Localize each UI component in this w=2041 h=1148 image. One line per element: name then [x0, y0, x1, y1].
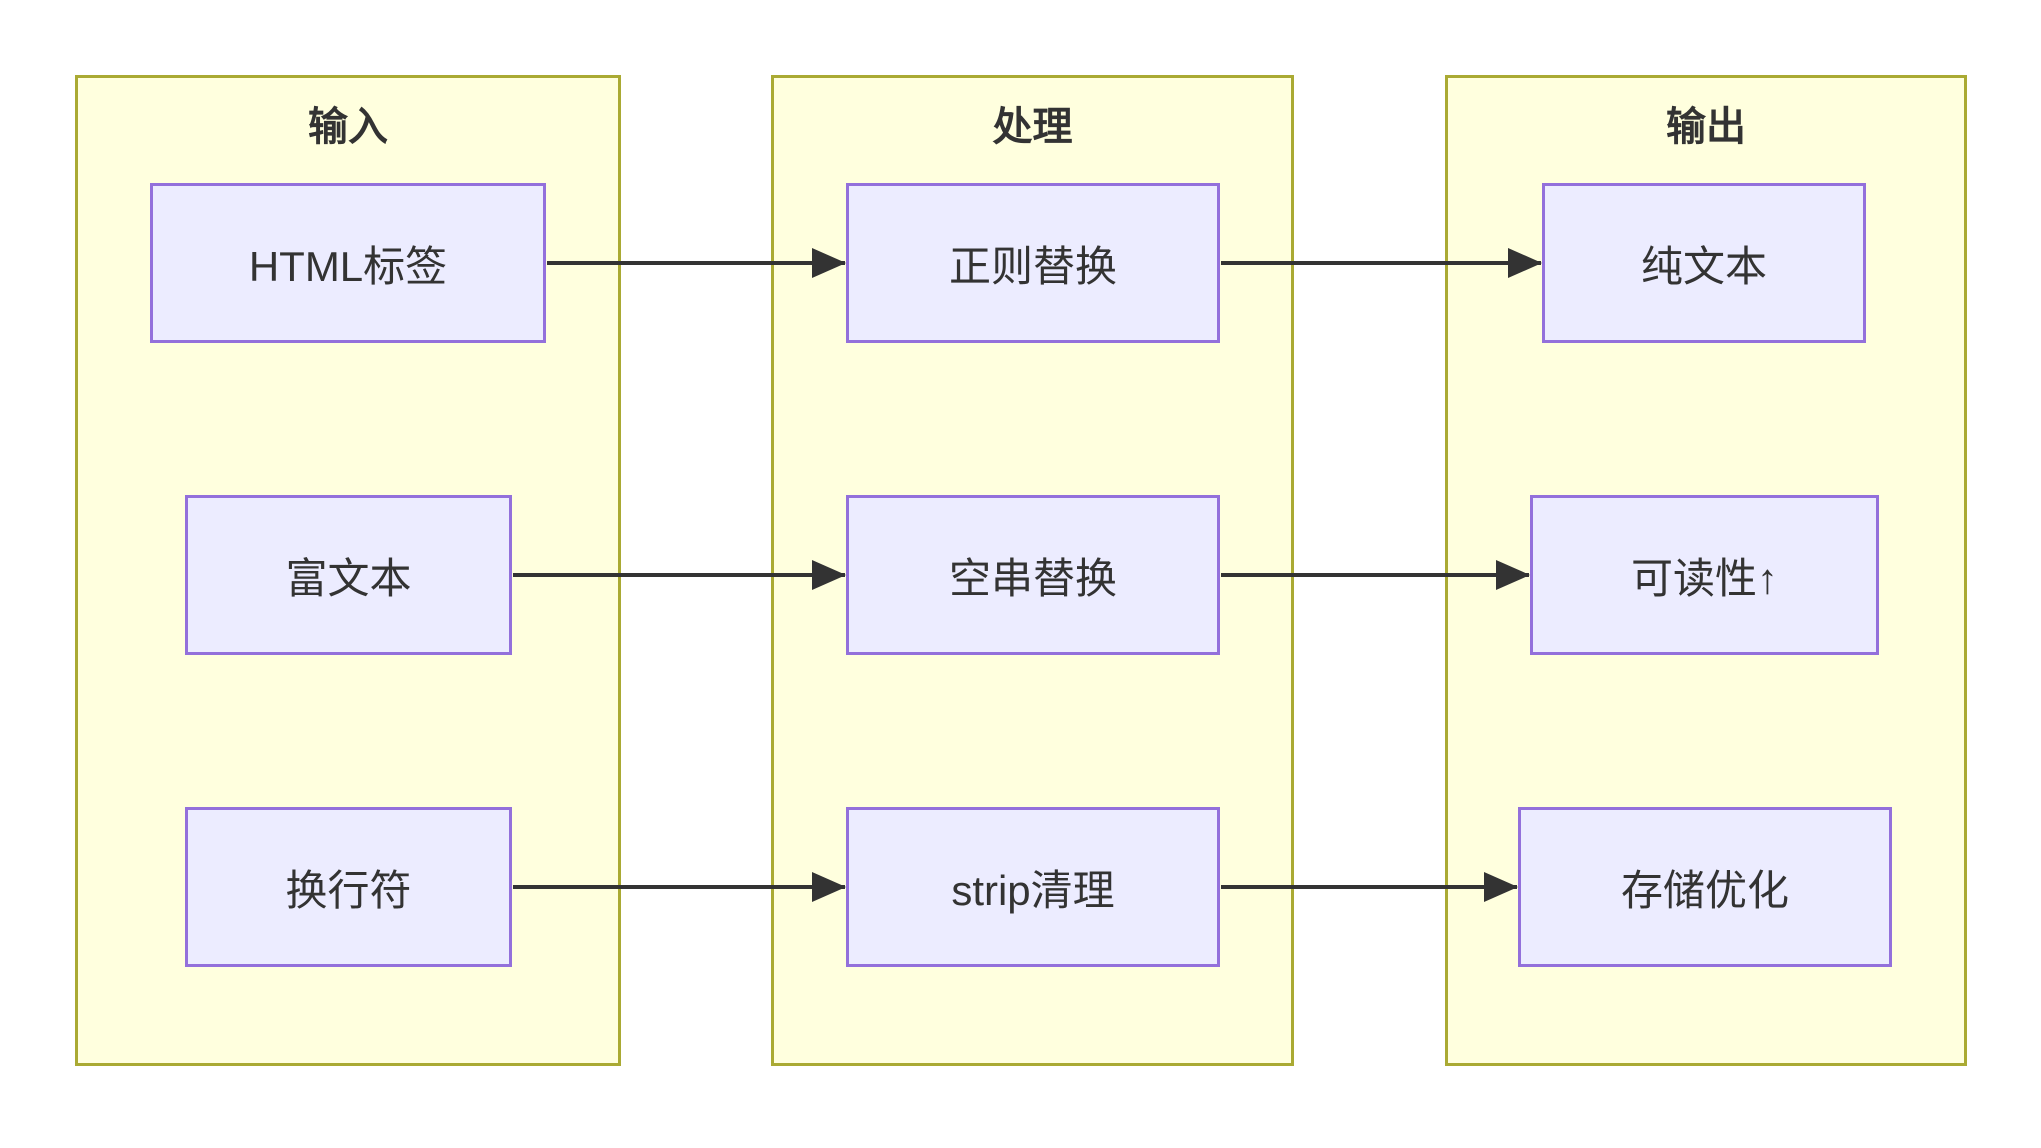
node-readability: 可读性↑ — [1530, 495, 1879, 655]
node-plain-text: 纯文本 — [1542, 183, 1866, 343]
node-empty-string-replace: 空串替换 — [846, 495, 1220, 655]
node-strip-clean: strip清理 — [846, 807, 1220, 967]
subgraph-output-title: 输出 — [1666, 105, 1746, 149]
node-newline: 换行符 — [185, 807, 512, 967]
node-storage-optimization: 存储优化 — [1518, 807, 1892, 967]
node-rich-text: 富文本 — [185, 495, 512, 655]
subgraph-process-title: 处理 — [992, 105, 1073, 149]
node-regex-replace: 正则替换 — [846, 183, 1220, 343]
subgraph-input-title: 输入 — [308, 105, 388, 149]
node-html-tags: HTML标签 — [150, 183, 546, 343]
